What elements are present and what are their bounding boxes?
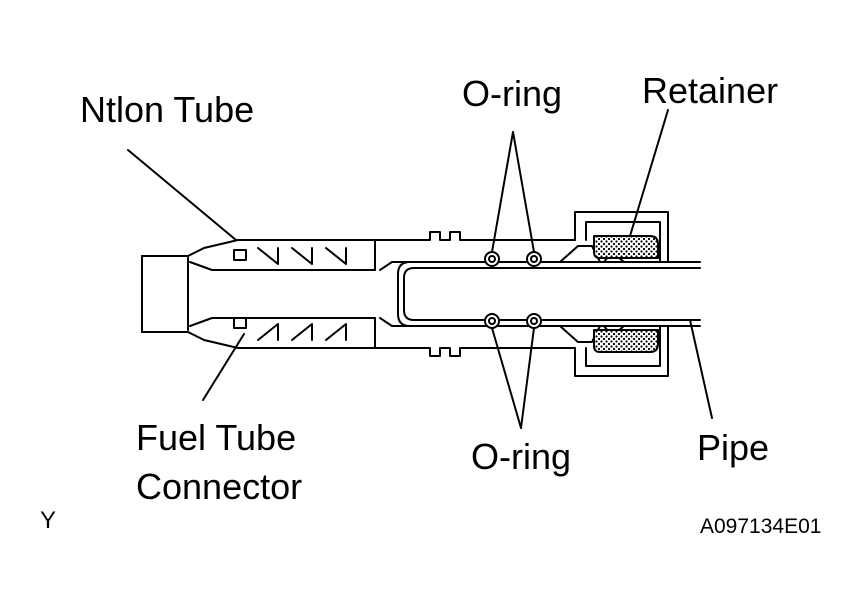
retainer-lower [593, 329, 659, 353]
pipe [397, 261, 701, 327]
leader-lines [127, 109, 713, 429]
nylon-tube-label: Ntlon Tube [80, 89, 255, 130]
pipe-label: Pipe [697, 427, 770, 468]
retainer-upper [593, 235, 659, 259]
connector-barbs [233, 247, 347, 341]
o-ring-bottom-label: O-ring [471, 436, 572, 477]
figure-id: A097134E01 [700, 515, 822, 538]
o-rings [484, 251, 542, 329]
retainer-label: Retainer [642, 70, 779, 111]
o-ring-top-label: O-ring [462, 73, 563, 114]
fuel-tube-label: Fuel Tube [136, 417, 297, 458]
nylon-tube [141, 239, 376, 349]
connector-label: Connector [136, 466, 303, 507]
corner-mark: Y [40, 507, 57, 534]
